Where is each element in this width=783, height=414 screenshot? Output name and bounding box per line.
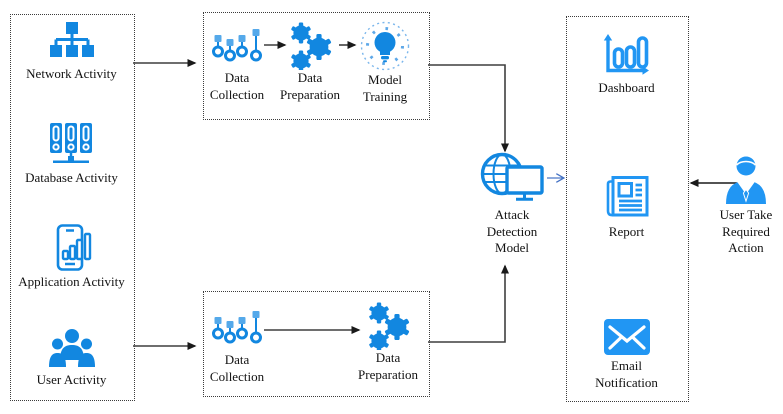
node-attack-detection-model[interactable]: Attack Detection Model: [472, 152, 552, 257]
envelope-icon: [603, 316, 650, 358]
node-label: User Activity: [36, 372, 107, 387]
node-dashboard[interactable]: Dashboard: [566, 32, 687, 97]
gears-icon: [286, 22, 334, 70]
detection-pipeline-groupbox: [203, 291, 430, 397]
users-group-icon: [48, 326, 95, 372]
node-label: Attack Detection Model: [486, 207, 538, 256]
node-model-training[interactable]: Model Training: [350, 20, 420, 105]
chart-axes-icon: [602, 32, 652, 80]
node-report[interactable]: Report: [566, 170, 687, 241]
node-label: User Take Required Action: [719, 207, 773, 256]
binders-icon: [48, 120, 96, 170]
node-user-activity[interactable]: User Activity: [10, 326, 133, 389]
node-label: Database Activity: [25, 170, 118, 185]
node-bottom-data-collection[interactable]: Data Collection: [202, 308, 272, 385]
newspaper-icon: [601, 170, 653, 224]
node-top-data-preparation[interactable]: Data Preparation: [275, 22, 345, 103]
data-collection-icon: [211, 26, 263, 70]
node-bottom-data-preparation[interactable]: Data Preparation: [353, 302, 423, 383]
node-label: Network Activity: [26, 66, 117, 81]
output-groupbox: [566, 16, 689, 402]
node-network-activity[interactable]: Network Activity: [10, 18, 133, 83]
node-label: Data Preparation: [280, 70, 340, 102]
node-label: Dashboard: [598, 80, 655, 95]
sitemap-icon: [49, 18, 95, 66]
lightbulb-icon: [359, 20, 411, 72]
mobile-chart-icon: [50, 222, 94, 274]
data-collection-icon: [211, 308, 263, 352]
data-sources-groupbox: [10, 14, 135, 401]
node-user-take-action[interactable]: User Take Required Action: [706, 152, 783, 257]
node-top-data-collection[interactable]: Data Collection: [202, 26, 272, 103]
node-label: Model Training: [362, 72, 408, 104]
node-label: Report: [608, 224, 645, 239]
node-label: Data Collection: [209, 352, 265, 384]
arrow-top-pipeline-to-model: [428, 64, 509, 153]
gears-icon: [364, 302, 412, 350]
node-label: Data Preparation: [358, 350, 418, 382]
arrow-bottom-pipeline-to-model: [428, 264, 509, 343]
node-label: Email Notification: [595, 358, 658, 390]
globe-monitor-icon: [478, 152, 546, 204]
node-label: Data Collection: [209, 70, 265, 102]
node-email-notification[interactable]: Email Notification: [566, 316, 687, 391]
node-application-activity[interactable]: Application Activity: [10, 222, 133, 291]
node-label: Application Activity: [18, 274, 125, 289]
node-database-activity[interactable]: Database Activity: [10, 120, 133, 187]
businessman-icon: [720, 152, 772, 204]
